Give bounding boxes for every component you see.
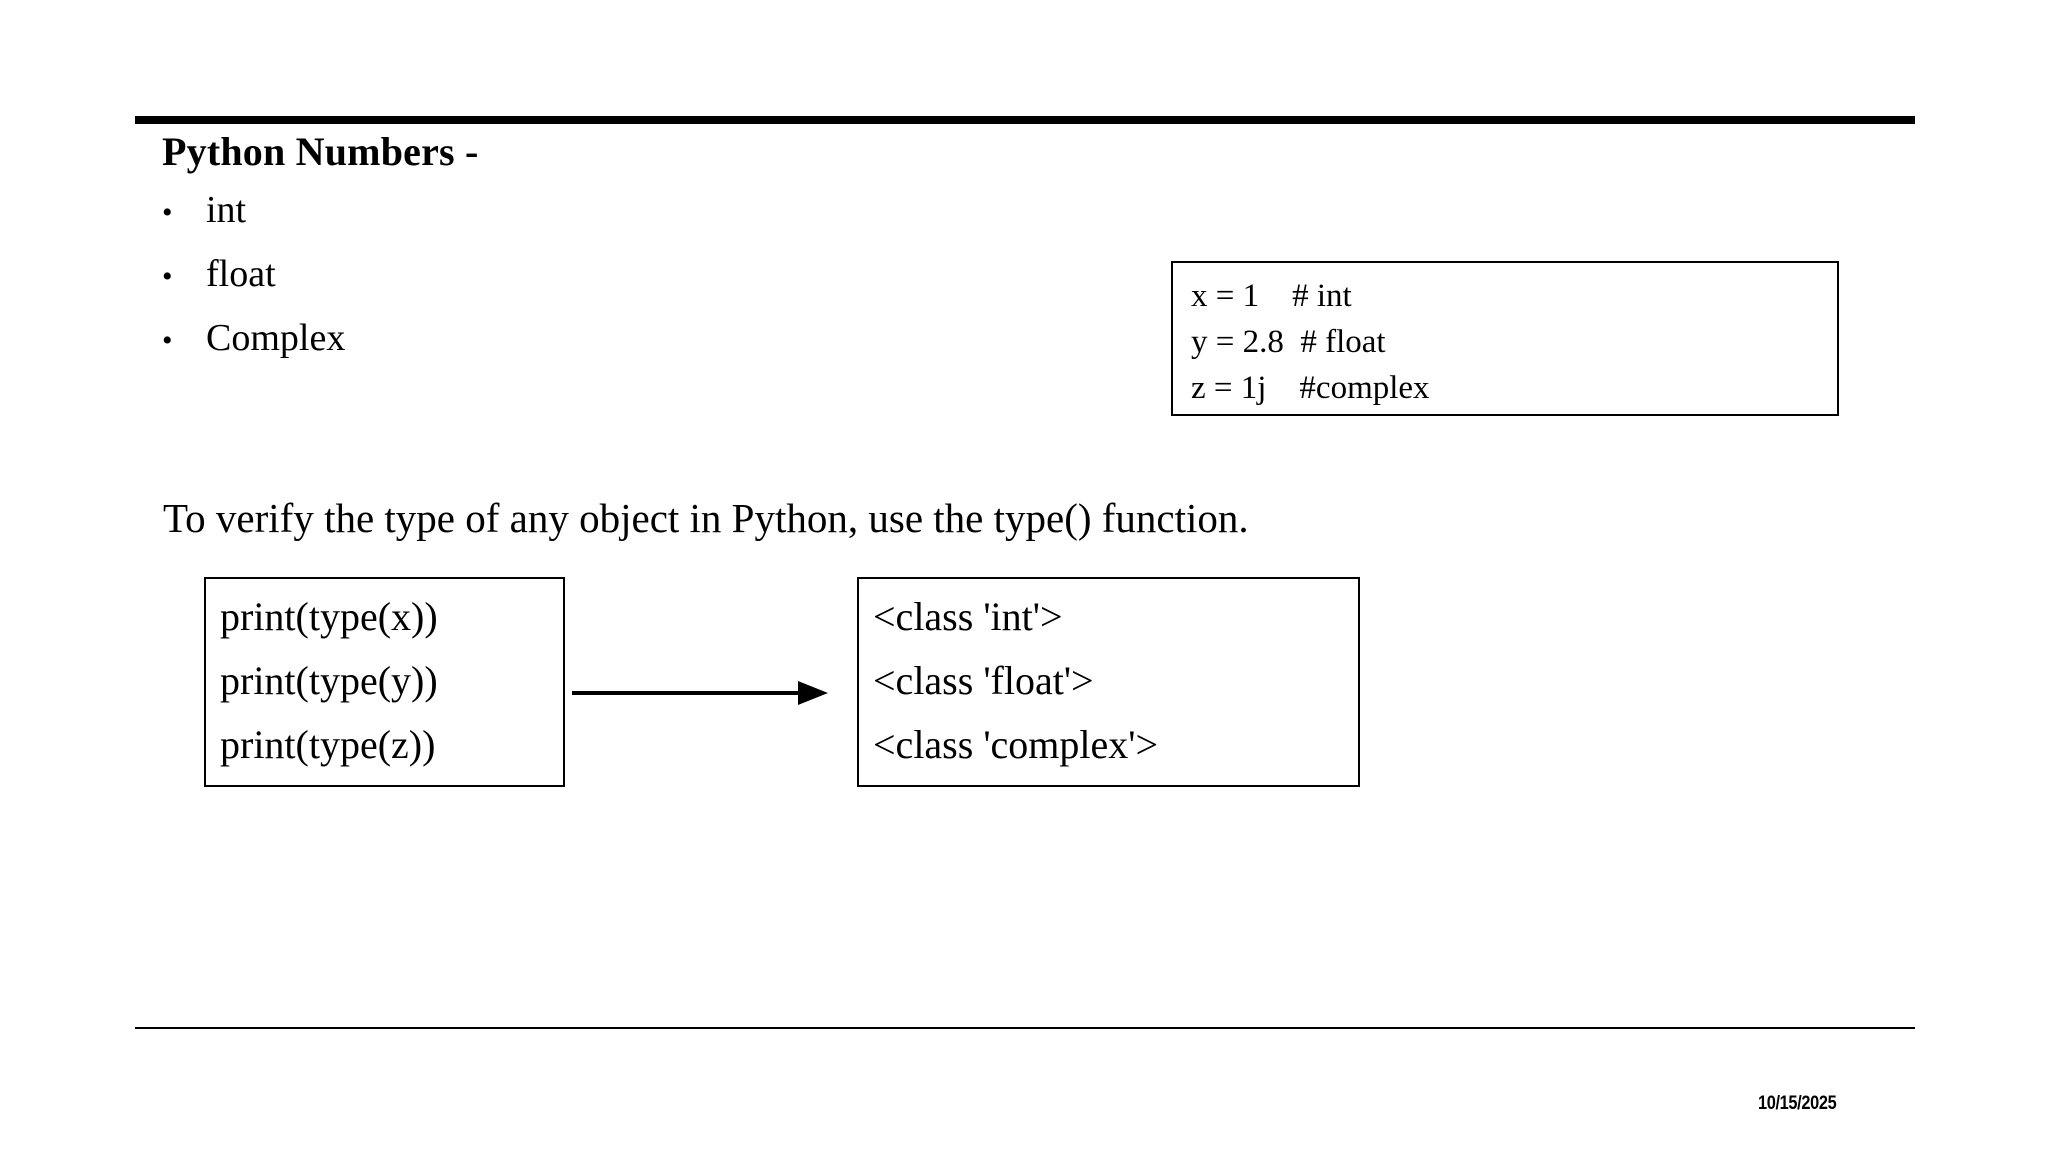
list-item: • Complex <box>162 306 345 370</box>
list-item: • float <box>162 242 345 306</box>
body-sentence: To verify the type of any object in Pyth… <box>163 495 1249 541</box>
code-line: x = 1 # int <box>1191 278 1352 314</box>
bullet-dot-icon: • <box>162 324 173 357</box>
output-line: <class 'complex'> <box>873 722 1159 767</box>
output-line: <class 'int'> <box>873 594 1063 639</box>
bullet-dot-icon: • <box>162 196 173 229</box>
list-item-label: Complex <box>206 317 346 359</box>
code-line: print(type(y)) <box>220 658 438 703</box>
right-arrow-icon <box>570 668 830 718</box>
list-item-label: int <box>206 189 247 231</box>
code-line: z = 1j #complex <box>1191 370 1430 406</box>
footer-date: 10/15/2025 <box>1758 1093 1837 1114</box>
code-line: print(type(z)) <box>220 722 436 767</box>
header-divider-rule <box>135 116 1915 124</box>
footer-divider-rule <box>135 1027 1915 1029</box>
code-line: y = 2.8 # float <box>1191 324 1386 360</box>
bullet-dot-icon: • <box>162 260 173 293</box>
code-line: print(type(x)) <box>220 594 438 639</box>
variable-declaration-code-box: x = 1 # int y = 2.8 # float z = 1j #comp… <box>1171 261 1839 416</box>
output-line: <class 'float'> <box>873 658 1094 703</box>
list-item: • int <box>162 178 345 242</box>
print-statements-code-box: print(type(x)) print(type(y)) print(type… <box>204 577 565 787</box>
page-title: Python Numbers - <box>162 129 479 174</box>
type-output-box: <class 'int'> <class 'float'> <class 'co… <box>857 577 1360 787</box>
list-item-label: float <box>206 253 276 295</box>
number-types-list: • int • float • Complex <box>162 178 345 370</box>
